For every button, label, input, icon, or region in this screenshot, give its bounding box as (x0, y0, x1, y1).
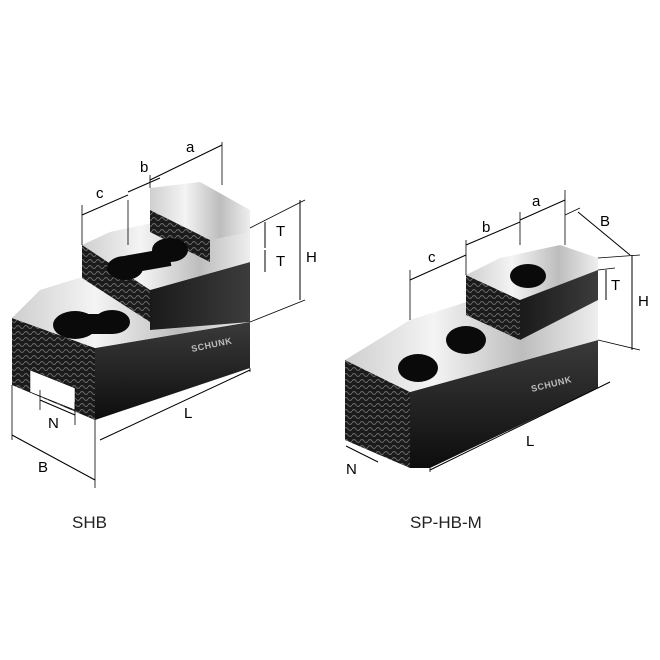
shb-dim-b-width: B (38, 459, 48, 476)
shb-dimensions (11, 142, 306, 488)
shb-top-step-surface (150, 182, 250, 240)
sp-front-face (410, 340, 598, 468)
sp-hole-1 (398, 354, 438, 382)
sp-dim-b: b (482, 219, 490, 236)
sp-dim-h: H (638, 293, 649, 310)
shb-step-face (150, 262, 250, 330)
sp-caption: SP-HB-M (410, 513, 482, 532)
sp-dim-b-width: B (600, 213, 610, 230)
sp-dim-a: a (532, 193, 541, 210)
sp-end-face (345, 360, 410, 468)
sp-dim-c: c (428, 249, 436, 266)
shb-dim-l: L (184, 405, 192, 422)
sp-dim-n: N (346, 461, 357, 478)
shb-dim-c: c (96, 185, 104, 202)
sp-hb-m-jaw: SCHUNK a (345, 190, 649, 532)
shb-dim-t1: T (276, 223, 285, 240)
sp-hole-2 (446, 326, 486, 354)
shb-jaw: SCHUNK (11, 139, 317, 532)
shb-dim-b: b (140, 159, 148, 176)
sp-upper-serration (466, 275, 520, 340)
shb-top-step-serration (150, 210, 210, 262)
shb-middle-serration (82, 245, 150, 322)
shb-dim-n: N (48, 415, 59, 432)
shb-dim-t2: T (276, 253, 285, 270)
shb-dim-h: H (306, 249, 317, 266)
shb-caption: SHB (72, 513, 107, 532)
sp-dimensions (345, 190, 641, 472)
shb-front-face (95, 322, 250, 420)
sp-dim-t: T (611, 277, 620, 294)
shb-dim-a: a (186, 139, 195, 156)
sp-dim-l: L (526, 433, 534, 450)
sp-hole-3 (510, 264, 546, 288)
